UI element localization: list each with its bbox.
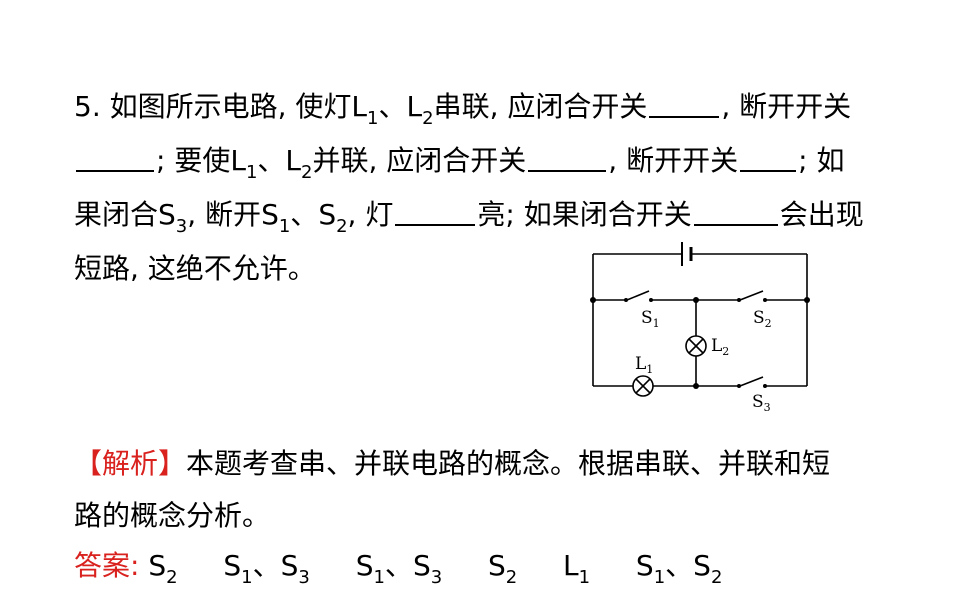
switch-s1: S [261, 198, 279, 231]
question-fragment: , 断开开关 [608, 144, 739, 177]
switch-s1-icon [626, 290, 650, 301]
question-fragment: , 断开开关 [721, 90, 852, 123]
separator: 、 [257, 144, 286, 177]
question-prefix: 5. 如图所示电路, 使灯 [74, 90, 352, 123]
subscript: 1 [367, 108, 379, 129]
subscript: 2 [422, 108, 434, 129]
junction-dot [590, 297, 596, 303]
circuit-diagram: S1 S2 L2 L1 S3 [590, 242, 810, 414]
switch-contact [624, 298, 628, 302]
question-fragment: , 断开 [187, 198, 262, 231]
label-s3: S3 [752, 392, 771, 414]
analysis-line-2: 路的概念分析。 [74, 490, 894, 542]
subscript: 2 [301, 162, 313, 183]
switch-s2-icon [739, 290, 764, 301]
answer-blank-2[interactable] [76, 140, 154, 172]
question-fragment: 果闭合 [74, 198, 159, 231]
lamp-l1: L [230, 144, 246, 177]
answer-3: S1、S3 [355, 549, 443, 588]
answer-blank-6[interactable] [693, 194, 778, 226]
separator: 、 [290, 198, 319, 231]
question-text: 5. 如图所示电路, 使灯L1、L2串联, 应闭合开关, 断开开关 ; 要使L1… [74, 80, 874, 296]
question-fragment: 串联, 应闭合开关 [433, 90, 648, 123]
lamp-l2: L [285, 144, 302, 177]
switch-contact [649, 298, 653, 302]
analysis-tag: 【解析】 [74, 447, 187, 480]
answer-2: S1、S3 [223, 549, 310, 588]
switch-contact [737, 298, 741, 302]
label-s2: S2 [753, 308, 772, 330]
question-line-1: 5. 如图所示电路, 使灯L1、L2串联, 应闭合开关, 断开开关 [74, 80, 874, 134]
analysis-text: 本题考查串、并联电路的概念。根据串联、并联和短 [186, 447, 831, 480]
answer-blank-4[interactable] [740, 140, 797, 172]
junction-dot [693, 297, 699, 303]
lamp-l2: L [406, 90, 423, 123]
subscript: 1 [278, 216, 291, 237]
separator: 、 [378, 90, 407, 123]
switch-contact [737, 384, 741, 388]
answer-5: L1 [563, 549, 591, 588]
question-line-4: 短路, 这绝不允许。 [74, 242, 874, 296]
answer-blank-5[interactable] [395, 194, 476, 226]
question-fragment: ; 要使 [156, 144, 231, 177]
question-fragment: 短路, 这绝不允许。 [74, 252, 316, 285]
switch-s3: S [158, 198, 176, 231]
answer-blank-1[interactable] [649, 86, 720, 118]
switch-s3-icon [739, 376, 764, 387]
label-l1: L1 [635, 354, 653, 376]
subscript: 3 [175, 216, 188, 237]
answer-4: S2 [487, 549, 518, 588]
lamp-l1-icon [632, 375, 654, 397]
label-s1: S1 [641, 308, 660, 330]
question-fragment: ; 如 [798, 144, 845, 177]
question-fragment: , 灯 [347, 198, 394, 231]
question-fragment: 亮; 如果闭合开关 [477, 198, 692, 231]
answer-1: S2 [148, 549, 178, 588]
junction-dot [693, 383, 699, 389]
answer-blank-3[interactable] [528, 140, 607, 172]
switch-contact [763, 298, 767, 302]
question-fragment: 并联, 应闭合开关 [312, 144, 527, 177]
analysis-line-1: 【解析】本题考查串、并联电路的概念。根据串联、并联和短 [74, 438, 894, 490]
question-line-3: 果闭合S3, 断开S1、S2, 灯亮; 如果闭合开关会出现 [74, 188, 874, 242]
switch-contact [763, 384, 767, 388]
switch-s2: S [318, 198, 337, 231]
label-l2: L2 [711, 336, 729, 358]
junction-dot [804, 297, 810, 303]
answer-section: 答案: S2 S1、S3 S1、S3 S2 L1 S1、S2 [74, 546, 723, 588]
question-line-2: ; 要使L1、L2并联, 应闭合开关, 断开开关; 如 [74, 134, 874, 188]
answer-label: 答案: [74, 549, 140, 582]
analysis-text: 路的概念分析。 [74, 499, 271, 532]
analysis-section: 【解析】本题考查串、并联电路的概念。根据串联、并联和短 路的概念分析。 [74, 438, 894, 542]
subscript: 2 [336, 216, 348, 237]
answer-6: S1、S2 [635, 549, 723, 588]
question-fragment: 会出现 [779, 198, 864, 231]
lamp-l1: L [351, 90, 368, 123]
lamp-l2-icon [685, 335, 707, 357]
subscript: 1 [245, 162, 258, 183]
